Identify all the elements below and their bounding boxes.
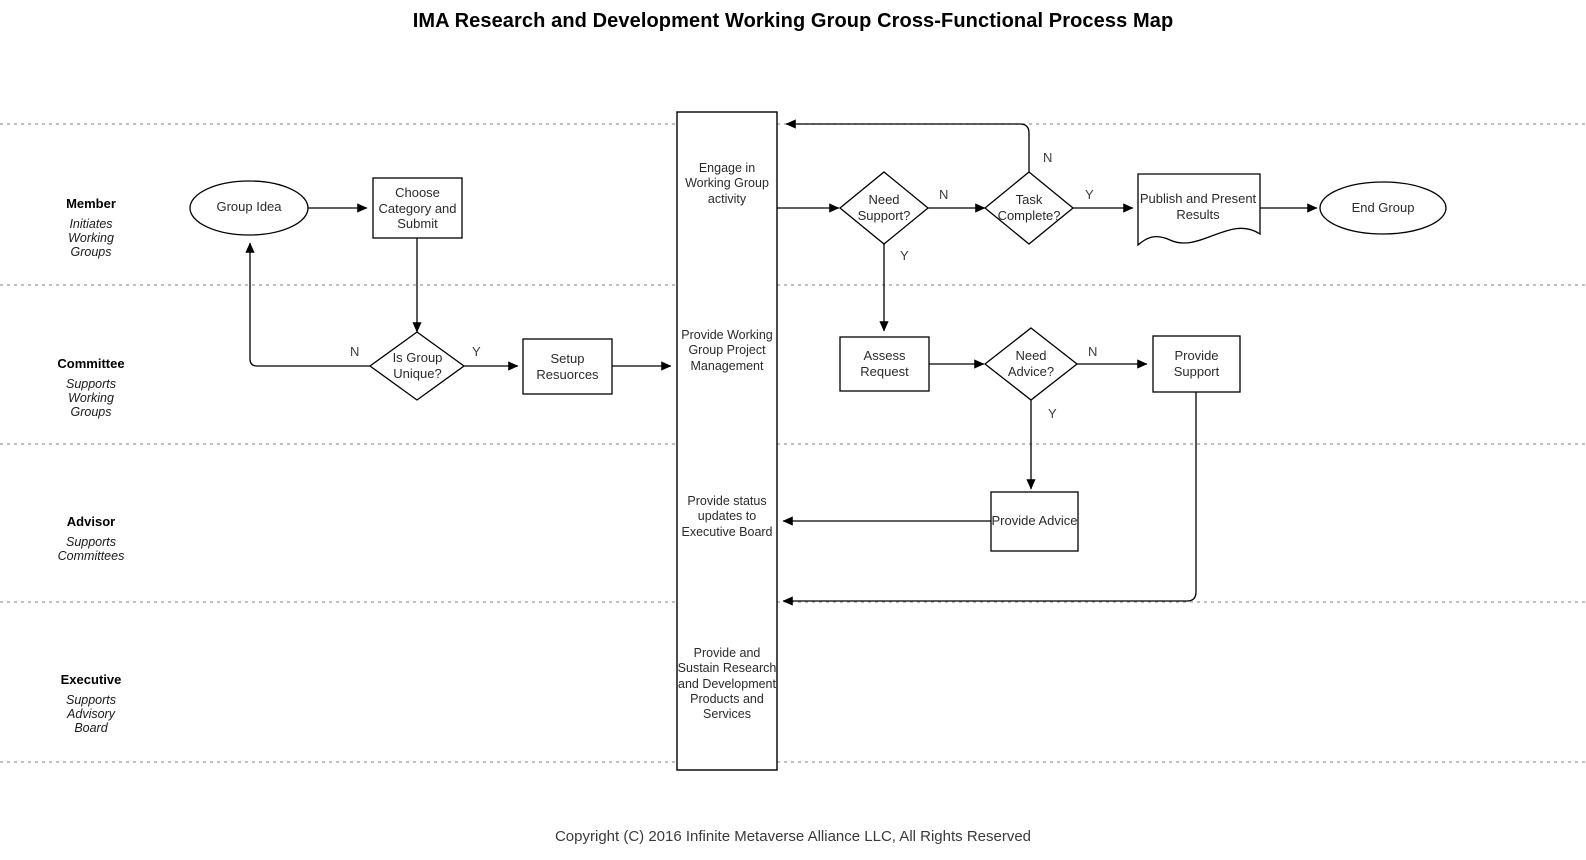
column-block-executive-line-3: and Development <box>678 676 776 691</box>
lane-subtitle-executive-line-2: Advisory <box>67 706 115 721</box>
column-block-committee[interactable]: Provide Working Group Project Management <box>677 328 777 374</box>
lane-label-committee: Committee Supports Working Groups <box>16 356 166 419</box>
edge-label-task-yes: Y <box>1085 187 1094 202</box>
edge-task-no-to-column <box>785 119 1030 173</box>
node-end-group[interactable] <box>1319 181 1447 235</box>
column-block-executive[interactable]: Provide and Sustain Research and Develop… <box>677 646 777 722</box>
edge-support-to-column <box>782 392 1197 606</box>
edge-label-unique-yes: Y <box>472 344 481 359</box>
node-group-idea[interactable] <box>189 180 309 236</box>
connectors <box>245 119 1318 606</box>
column-block-advisor[interactable]: Provide status updates to Executive Boar… <box>677 494 777 540</box>
node-is-group-unique[interactable] <box>368 331 466 401</box>
node-provide-support[interactable] <box>1152 335 1241 393</box>
lane-subtitle-member-line-3: Groups <box>70 244 112 259</box>
node-provide-advice[interactable] <box>990 491 1079 552</box>
lane-subtitle-committee-line-1: Supports <box>65 376 117 391</box>
lane-label-member: Member Initiates Working Groups <box>16 196 166 259</box>
column-block-advisor-line-3: Executive Board <box>681 524 773 539</box>
column-block-committee-line-3: Management <box>690 358 764 373</box>
lane-subtitle-member-line-1: Initiates <box>69 216 113 231</box>
lane-subtitle-advisor-line-1: Supports <box>65 534 117 549</box>
edge-unique-no-to-idea <box>245 242 370 367</box>
column-block-member[interactable]: Engage in Working Group activity <box>677 161 777 207</box>
column-block-executive-line-4: Products and <box>690 691 764 706</box>
copyright-notice: Copyright (C) 2016 Infinite Metaverse Al… <box>554 828 1032 845</box>
column-block-committee-line-1: Provide Working <box>681 328 773 342</box>
node-need-advice[interactable] <box>983 327 1079 401</box>
lane-subtitle-executive-line-3: Board <box>74 720 108 735</box>
node-need-support[interactable] <box>838 171 930 245</box>
edge-label-advice-yes: Y <box>1048 406 1057 421</box>
column-block-advisor-line-2: updates to <box>697 509 757 524</box>
lane-title-executive: Executive <box>60 672 122 687</box>
column-block-executive-line-1: Provide and <box>693 646 761 660</box>
column-block-advisor-line-1: Provide status <box>687 494 767 508</box>
edge-label-advice-no: N <box>1088 344 1098 359</box>
lane-subtitle-committee-line-3: Groups <box>70 404 112 419</box>
column-block-executive-line-2: Sustain Research <box>677 661 777 676</box>
column-block-executive-line-5: Services <box>703 707 751 721</box>
lane-title-committee: Committee <box>57 356 125 371</box>
column-block-member-line-1: Engage in <box>698 161 756 175</box>
lane-subtitle-member-line-2: Working <box>68 230 114 245</box>
column-block-member-line-2: Working Group <box>685 176 769 191</box>
column-block-member-line-3: activity <box>707 191 747 206</box>
node-task-complete[interactable] <box>983 171 1075 245</box>
edge-label-support-yes: Y <box>900 248 909 263</box>
edge-label-task-no: N <box>1043 150 1053 165</box>
flow-shapes <box>189 171 1447 552</box>
node-assess-request[interactable] <box>839 336 930 392</box>
lane-subtitle-advisor-line-2: Committees <box>57 548 125 563</box>
node-setup-resources[interactable] <box>522 338 613 395</box>
lane-title-member: Member <box>66 196 116 211</box>
edge-label-unique-no: N <box>350 344 360 359</box>
node-choose-category[interactable] <box>372 177 463 239</box>
edge-label-support-no: N <box>939 187 949 202</box>
lane-label-advisor: Advisor Supports Committees <box>16 514 166 563</box>
node-publish-results[interactable] <box>1137 173 1261 247</box>
column-block-committee-line-2: Group Project <box>688 343 766 358</box>
lane-title-advisor: Advisor <box>66 514 116 529</box>
lane-subtitle-committee-line-2: Working <box>68 390 114 405</box>
lane-subtitle-executive-line-1: Supports <box>65 692 117 707</box>
process-backbone-column[interactable] <box>676 111 778 771</box>
lane-label-executive: Executive Supports Advisory Board <box>16 672 166 735</box>
page-title: IMA Research and Development Working Gro… <box>412 10 1174 32</box>
